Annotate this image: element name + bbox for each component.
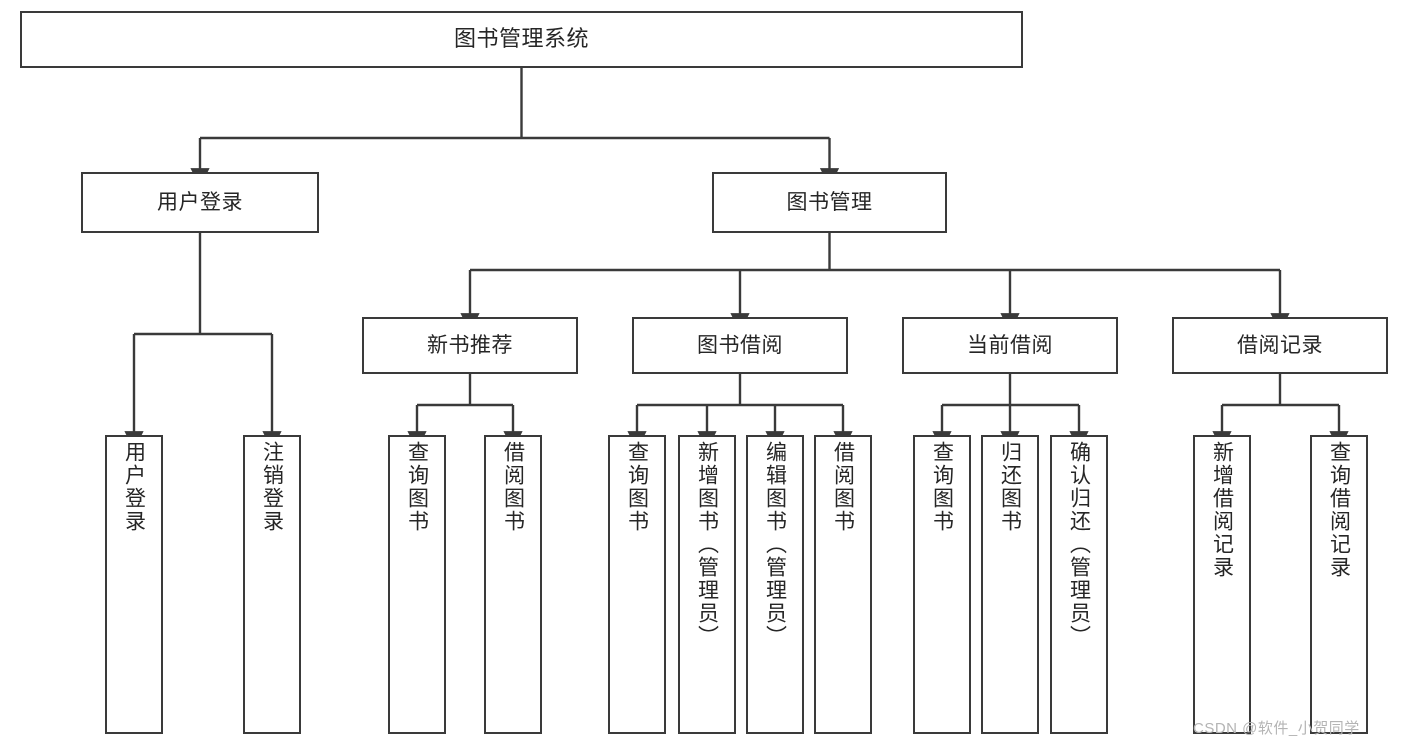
node-label: 查询图书 bbox=[405, 441, 429, 533]
node-label: 注销登录 bbox=[260, 441, 284, 533]
node-label: 归还图书 bbox=[998, 441, 1022, 533]
node-label: 当前借阅 bbox=[967, 333, 1053, 357]
node-label: 查询借阅记录 bbox=[1327, 441, 1351, 579]
node-label: 借阅图书 bbox=[501, 441, 525, 533]
node-label: 新书推荐 bbox=[427, 333, 513, 357]
node-label: 用户登录 bbox=[122, 441, 146, 533]
node-label: 图书管理系统 bbox=[453, 26, 589, 52]
node-leaf-return-book[interactable]: 归还图书 bbox=[981, 435, 1039, 734]
node-label: 图书管理 bbox=[786, 190, 873, 214]
node-current-borrow[interactable]: 当前借阅 bbox=[902, 317, 1118, 374]
node-user-login[interactable]: 用户登录 bbox=[81, 172, 319, 233]
node-leaf-query-book-recommend[interactable]: 查询图书 bbox=[388, 435, 446, 734]
node-label: 新增借阅记录 bbox=[1210, 441, 1234, 579]
node-leaf-add-book-admin[interactable]: 新增图书（管理员） bbox=[678, 435, 736, 734]
node-leaf-borrow-book[interactable]: 借阅图书 bbox=[814, 435, 872, 734]
node-label: 图书借阅 bbox=[697, 333, 783, 357]
node-root[interactable]: 图书管理系统 bbox=[20, 11, 1023, 68]
node-label: 借阅记录 bbox=[1237, 333, 1323, 357]
node-leaf-add-borrow-record[interactable]: 新增借阅记录 bbox=[1193, 435, 1251, 734]
node-book-management[interactable]: 图书管理 bbox=[712, 172, 947, 233]
node-book-borrow[interactable]: 图书借阅 bbox=[632, 317, 848, 374]
node-leaf-query-book-current[interactable]: 查询图书 bbox=[913, 435, 971, 734]
node-leaf-logout[interactable]: 注销登录 bbox=[243, 435, 301, 734]
node-new-book-recommend[interactable]: 新书推荐 bbox=[362, 317, 578, 374]
node-label: 查询图书 bbox=[930, 441, 954, 533]
node-label: 用户登录 bbox=[157, 190, 243, 214]
node-leaf-confirm-return-admin[interactable]: 确认归还（管理员） bbox=[1050, 435, 1108, 734]
node-leaf-edit-book-admin[interactable]: 编辑图书（管理员） bbox=[746, 435, 804, 734]
node-label: 查询图书 bbox=[625, 441, 649, 533]
node-leaf-query-borrow-record[interactable]: 查询借阅记录 bbox=[1310, 435, 1368, 734]
node-label: 借阅图书 bbox=[831, 441, 855, 533]
node-borrow-record[interactable]: 借阅记录 bbox=[1172, 317, 1388, 374]
node-leaf-query-book[interactable]: 查询图书 bbox=[608, 435, 666, 734]
node-label: 编辑图书（管理员） bbox=[763, 441, 787, 648]
node-label: 新增图书（管理员） bbox=[695, 441, 719, 648]
node-leaf-borrow-book-recommend[interactable]: 借阅图书 bbox=[484, 435, 542, 734]
node-label: 确认归还（管理员） bbox=[1067, 441, 1091, 648]
watermark: CSDN @软件_小贺同学 bbox=[1193, 720, 1360, 737]
node-leaf-user-login[interactable]: 用户登录 bbox=[105, 435, 163, 734]
